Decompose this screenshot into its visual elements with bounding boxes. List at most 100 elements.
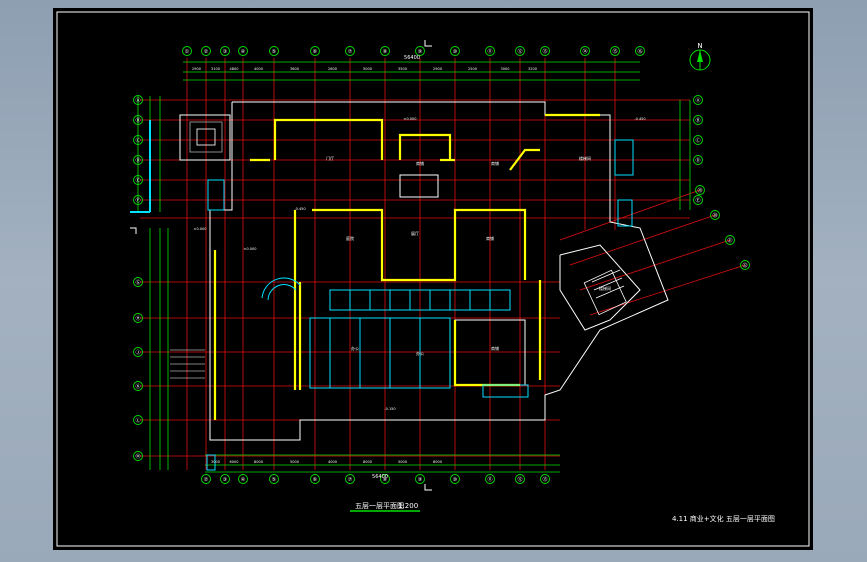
- axis-bottom-12: ⑬: [542, 476, 547, 483]
- axis-top-1-circle: [182, 46, 192, 56]
- axis-right-2-circle: [693, 115, 703, 125]
- dim-top-3: 4800: [230, 67, 239, 71]
- room-label-4: 展厅: [411, 230, 419, 236]
- axis-bottom-1-circle: [201, 474, 211, 484]
- axis-top-7-circle: [345, 46, 355, 56]
- axis-left-11: Ⓛ: [135, 417, 140, 424]
- axis-bottom-7-circle: [380, 474, 390, 484]
- room-label-8: 办公: [416, 350, 424, 356]
- axis-bottom-10: ⑪: [487, 476, 492, 483]
- axis-left-10: Ⓚ: [135, 383, 140, 390]
- axis-right-5-circle: [693, 195, 703, 205]
- glazing: [130, 120, 634, 471]
- axis-left-6: Ⓕ: [135, 197, 140, 204]
- axis-left-11-circle: [133, 415, 143, 425]
- axis-bottom-10-circle: [485, 474, 495, 484]
- axis-top-1: ①: [185, 49, 190, 55]
- elevation-tag-2: -0.450: [294, 207, 305, 211]
- axis-top-15-circle: [610, 46, 620, 56]
- axis-left-9-circle: [133, 347, 143, 357]
- dim-top-2: 3100: [211, 67, 220, 71]
- axis-left-2: Ⓑ: [135, 117, 140, 124]
- axis-top-12: ⑫: [517, 48, 522, 55]
- dim-bottom-1: 3000: [211, 460, 220, 464]
- axis-diag-2-circle: [710, 210, 720, 220]
- axis-left-10-circle: [133, 381, 143, 391]
- elevation-tag-4: -0.450: [634, 117, 645, 121]
- building-outline: [179, 101, 669, 441]
- axis-right-4-circle: [693, 155, 703, 165]
- dim-top-6: 2600: [328, 67, 337, 71]
- axis-top-5-circle: [269, 46, 279, 56]
- axis-left-1-circle: [133, 95, 143, 105]
- axis-top-10: ⑩: [453, 49, 458, 55]
- axis-left-12-circle: [133, 451, 143, 461]
- dim-top-4: 4000: [254, 67, 263, 71]
- axis-top-14-circle: [580, 46, 590, 56]
- room-label-11: 楼梯间: [599, 285, 611, 291]
- axis-left-9: Ⓙ: [135, 349, 140, 356]
- axis-bottom-2: ③: [223, 477, 227, 483]
- diagonal-stair: [583, 269, 627, 316]
- axis-left-12: Ⓜ: [135, 453, 140, 460]
- axis-left-5: Ⓔ: [135, 177, 140, 184]
- axis-top-11-circle: [485, 46, 495, 56]
- overall-dim-bottom: 56400: [372, 474, 388, 480]
- axis-bottom-4-circle: [269, 474, 279, 484]
- axis-bottom-7: ⑧: [383, 477, 388, 483]
- axis-diag-4: ㉒: [742, 262, 747, 269]
- dim-bottom-6: 8000: [363, 460, 372, 464]
- axis-left-4-circle: [133, 155, 143, 165]
- axis-left-3-circle: [133, 135, 143, 145]
- north-label: N: [697, 42, 702, 50]
- dim-top-8: 3500: [398, 67, 407, 71]
- elevation-tags: ±0.000-0.450±0.000-0.450±0.000-0.150: [194, 117, 646, 411]
- axis-bottom-11-circle: [515, 474, 525, 484]
- axis-left-7: Ⓖ: [135, 279, 140, 286]
- axis-right-4: Ⓓ: [695, 157, 700, 164]
- spiral-stair: [261, 277, 301, 301]
- overall-dim-top: 56400: [404, 55, 420, 61]
- axis-bottom-12-circle: [540, 474, 550, 484]
- room-label-1: 门厅: [326, 155, 334, 161]
- north-arrow: N: [689, 42, 711, 71]
- dim-top-5: 3600: [290, 67, 299, 71]
- axis-top-10-circle: [450, 46, 460, 56]
- dim-bottom-3: 8000: [254, 460, 263, 464]
- dim-bottom-4: 5000: [290, 460, 299, 464]
- axis-right-3: Ⓒ: [695, 137, 700, 144]
- axis-top-13-circle: [540, 46, 550, 56]
- dim-bottom-5: 4000: [328, 460, 337, 464]
- elevation-tag-1: ±0.000: [244, 247, 257, 251]
- axis-right-3-circle: [693, 135, 703, 145]
- axis-bottom-2-circle: [220, 474, 230, 484]
- yellow-walls: [213, 113, 600, 420]
- axis-bottom-3-circle: [238, 474, 248, 484]
- axis-diag-4-circle: [740, 260, 750, 270]
- elevation-tag-3: ±0.000: [404, 117, 417, 121]
- axis-top-4: ④: [241, 49, 246, 55]
- axis-bottom-9: ⑩: [453, 477, 458, 483]
- dim-top-7: 5000: [363, 67, 372, 71]
- elevation-tag-5: ±0.000: [194, 227, 207, 231]
- axis-left-3: Ⓒ: [135, 137, 140, 144]
- dim-top-10: 2500: [468, 67, 477, 71]
- axis-diag-3-circle: [725, 235, 735, 245]
- axis-top-3-circle: [220, 46, 230, 56]
- stair-square: [189, 121, 223, 153]
- room-label-2: 商铺: [416, 160, 424, 166]
- room-label-3: 商铺: [491, 160, 499, 166]
- axis-right-5: Ⓔ: [695, 197, 700, 204]
- axis-top-6-circle: [310, 46, 320, 56]
- room-labels: 门厅商铺商铺展厅庭院商铺办公办公商铺楼梯间楼梯间: [326, 155, 611, 356]
- axis-top-2: ②: [204, 49, 209, 55]
- axis-bottom-8: ⑨: [418, 477, 422, 483]
- axis-top-7: ⑦: [348, 49, 353, 55]
- drawing-frame: [56, 11, 810, 547]
